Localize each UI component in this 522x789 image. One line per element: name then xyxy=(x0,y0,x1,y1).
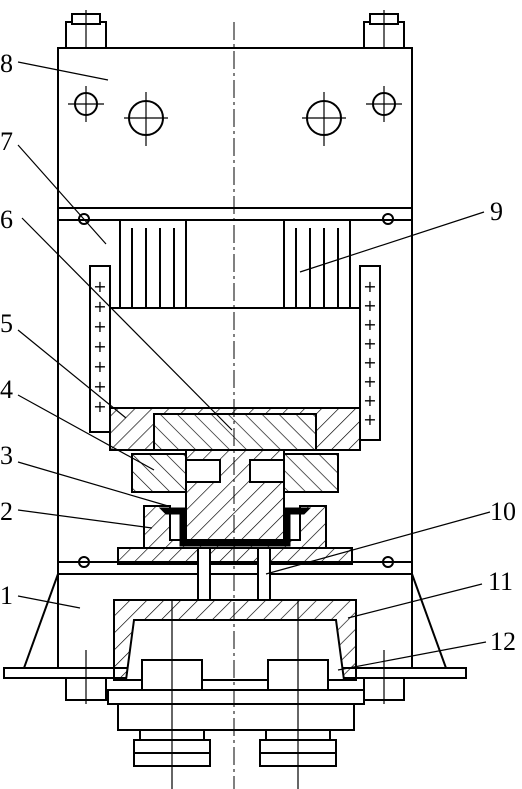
ejector-housing xyxy=(107,599,365,789)
callout-label-3: 3 xyxy=(0,441,13,470)
heater-plus-mark: + xyxy=(93,277,106,296)
callout-label-10: 10 xyxy=(490,497,516,526)
heater-plus-mark: + xyxy=(93,337,106,356)
top-bolts xyxy=(65,10,405,52)
frame xyxy=(57,207,413,672)
heater-plus-mark: + xyxy=(363,334,376,353)
heater-plus-mark: + xyxy=(363,391,376,410)
heater-plus-mark: + xyxy=(93,397,106,416)
heater-plus-mark: + xyxy=(93,297,106,316)
leader-lines xyxy=(17,61,491,671)
callout-label-8: 8 xyxy=(0,49,13,78)
heater-plus-mark: + xyxy=(93,377,106,396)
heater-plus-mark: + xyxy=(363,410,376,429)
heater-plus-mark: + xyxy=(363,277,376,296)
upper-die xyxy=(109,407,361,451)
callout-label-7: 7 xyxy=(0,127,13,156)
callouts: 8 7 6 5 4 3 2 1 9 10 11 12 xyxy=(0,49,516,656)
callout-label-12: 12 xyxy=(490,627,516,656)
callout-label-5: 5 xyxy=(0,309,13,338)
slide-block xyxy=(109,307,361,409)
callout-label-2: 2 xyxy=(0,497,13,526)
callout-label-9: 9 xyxy=(490,197,503,226)
callout-label-4: 4 xyxy=(0,375,13,404)
upper-plate xyxy=(57,47,413,209)
bolster-plate xyxy=(58,547,412,601)
punch xyxy=(131,449,339,541)
callout-label-6: 6 xyxy=(0,205,13,234)
heater-plus-mark: + xyxy=(93,317,106,336)
callout-label-1: 1 xyxy=(0,581,13,610)
heater-plus-mark: + xyxy=(363,353,376,372)
heater-plus-mark: + xyxy=(363,372,376,391)
heater-plus-mark: + xyxy=(93,357,106,376)
press-cylinders xyxy=(119,219,351,309)
heater-plus-mark: + xyxy=(363,315,376,334)
callout-label-11: 11 xyxy=(488,567,513,596)
heater-plus-mark: + xyxy=(363,296,376,315)
heaters: +++++++ ++++++++ xyxy=(89,265,381,441)
